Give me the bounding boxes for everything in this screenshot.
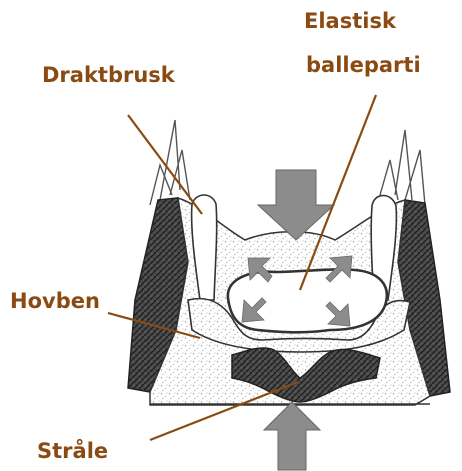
label-hovben: Hovben xyxy=(10,286,100,316)
upward-force-arrow xyxy=(264,402,320,470)
label-balleparti: balleparti xyxy=(306,50,421,80)
elastic-heel-cushion xyxy=(228,269,387,332)
label-draktbrusk: Draktbrusk xyxy=(42,60,175,90)
label-straale: Stråle xyxy=(37,436,108,466)
label-elastisk: Elastisk xyxy=(304,6,396,36)
